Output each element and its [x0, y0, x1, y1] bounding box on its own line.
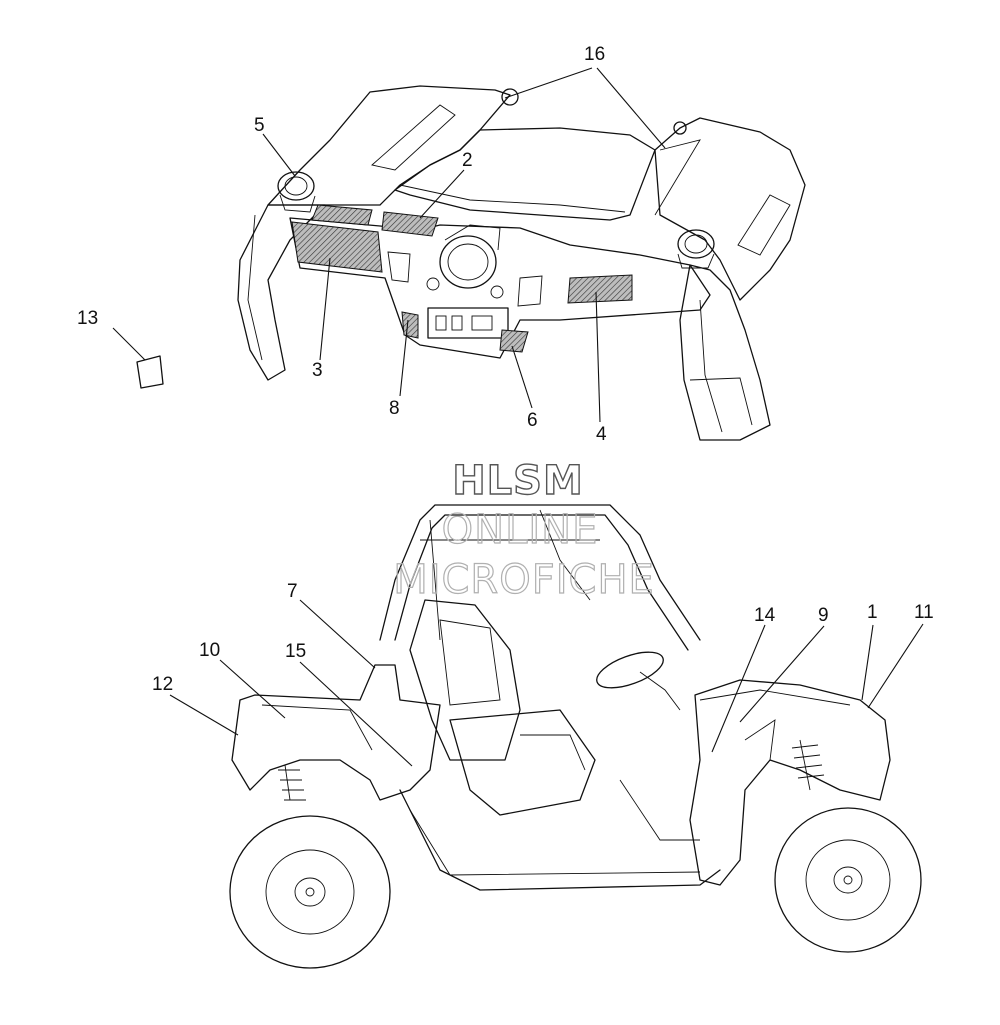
callout-7: 7 [287, 581, 298, 602]
callout-14: 14 [754, 605, 776, 626]
vehicle-side-view [229, 504, 922, 969]
callout-1: 1 [867, 602, 878, 623]
callout-8: 8 [389, 398, 400, 419]
callout-3: 3 [312, 360, 323, 381]
watermark-line1: HLSM [452, 458, 584, 504]
hood-dash-assembly [237, 85, 806, 441]
watermark: HLSM ONLINE MICROFICHE [393, 457, 655, 603]
watermark-line3: MICROFICHE [393, 557, 655, 603]
decal-13 [136, 355, 164, 389]
callout-2: 2 [462, 150, 473, 171]
callout-9: 9 [818, 605, 829, 626]
callout-16: 16 [584, 44, 605, 65]
callout-13: 13 [77, 308, 98, 329]
callout-4: 4 [596, 424, 607, 445]
leader-lines [112, 67, 924, 767]
callout-5: 5 [254, 115, 265, 136]
callout-12: 12 [152, 674, 173, 695]
callout-10: 10 [199, 640, 220, 661]
watermark-line2: ONLINE [442, 507, 599, 553]
callout-15: 15 [285, 641, 306, 662]
callout-11: 11 [914, 602, 934, 623]
callouts: 16 5 2 13 3 8 6 4 7 10 15 12 14 9 1 11 [77, 44, 934, 695]
callout-6: 6 [527, 410, 538, 431]
